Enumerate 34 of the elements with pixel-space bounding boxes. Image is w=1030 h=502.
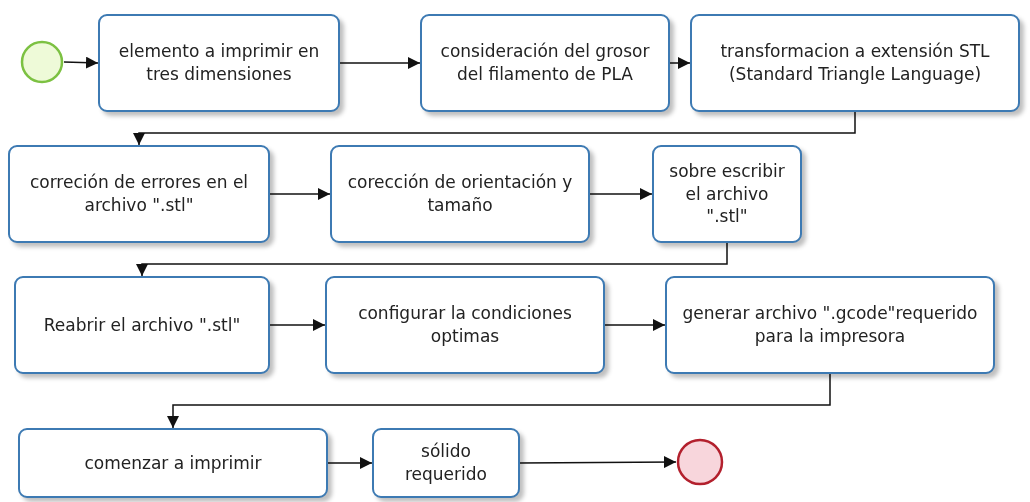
step-label: corección de orientación y tamaño [346,171,574,217]
arrow [589,188,653,200]
process-box [420,14,670,112]
step-label: sobre escribir el archivo ".stl" [668,159,786,229]
process-box [372,428,520,498]
step-label: Reabrir el archivo ".stl" [43,313,241,337]
process-box [325,276,605,374]
step-label: elemento a imprimir en tres dimensiones [117,40,321,86]
step-label: correción de errores en el archivo ".stl" [28,171,250,217]
process-box [18,428,328,498]
arrow [669,57,691,69]
process-box [665,276,995,374]
process-box [690,14,1020,112]
arrow [63,56,99,69]
arrow [327,457,373,469]
arrow [167,373,831,429]
step-label: comenzar a imprimir [84,451,262,475]
arrow [136,242,728,277]
step-label: sólido requerido [404,440,488,486]
arrow [604,319,666,331]
step-label: generar archivo ".gcode"requerido para la impresora [681,302,979,348]
process-box [652,145,802,243]
arrow [339,57,421,69]
step-label: consideración del grosor del filamento de PLA [439,40,651,86]
arrow [269,319,326,331]
process-box [8,145,270,243]
process-box [330,145,590,243]
step-label: configurar la condiciones optimas [357,302,573,348]
step-label: transformacion a extensión STL (Standard Triangle Language) [719,40,991,86]
arrow [133,111,856,146]
arrow [269,188,331,200]
arrow [519,456,677,469]
process-box [14,276,270,374]
process-box [98,14,340,112]
